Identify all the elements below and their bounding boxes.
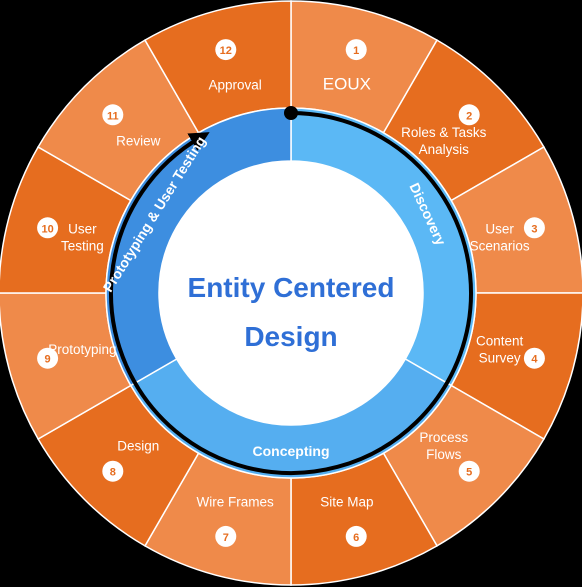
step-number-badge bbox=[102, 460, 124, 482]
step-number-badge bbox=[458, 104, 480, 126]
center-disc bbox=[159, 161, 423, 425]
step-label-text: Review bbox=[116, 133, 161, 148]
cycle-start-dot bbox=[284, 106, 298, 120]
step-label-text: Process bbox=[419, 430, 468, 445]
step-number-badge bbox=[523, 217, 545, 239]
step-number-badge bbox=[523, 347, 545, 369]
step-label-text: Scenarios bbox=[470, 239, 530, 254]
step-number: 11 bbox=[107, 110, 119, 122]
step-label-text: EOUX bbox=[323, 74, 371, 93]
step-number-badge bbox=[458, 460, 480, 482]
cycle-arrow bbox=[109, 106, 473, 475]
step-label-text: Content bbox=[476, 333, 524, 348]
step-number-badge bbox=[37, 217, 59, 239]
step-number: 1 bbox=[353, 45, 359, 57]
step-number-badge bbox=[345, 525, 367, 547]
center-title-line2: Design bbox=[244, 321, 337, 352]
step-label-text: Prototyping bbox=[48, 342, 116, 357]
step-label-text: Approval bbox=[208, 77, 261, 92]
phase-label-concepting: Concepting bbox=[253, 443, 330, 459]
step-number: 3 bbox=[531, 223, 537, 235]
step-number: 7 bbox=[223, 532, 229, 544]
step-label-8: 8 Design bbox=[102, 439, 159, 482]
step-number: 10 bbox=[41, 223, 53, 235]
step-label-text: Analysis bbox=[419, 142, 470, 157]
step-number-badge bbox=[37, 347, 59, 369]
step-number: 9 bbox=[45, 354, 51, 366]
step-label-text: Survey bbox=[479, 350, 521, 365]
step-label-text: Flows bbox=[426, 447, 462, 462]
step-number-badge bbox=[345, 39, 367, 61]
step-number: 5 bbox=[466, 467, 472, 479]
center-title-line1: Entity Centered bbox=[188, 272, 395, 303]
cycle-arrow-path bbox=[109, 111, 473, 475]
step-number-badge bbox=[215, 39, 237, 61]
step-label-text: Roles & Tasks bbox=[401, 125, 487, 140]
step-number-badge bbox=[102, 104, 124, 126]
step-label-6: 6 Site Map bbox=[320, 495, 374, 547]
step-label-text: User bbox=[68, 222, 97, 237]
step-number: 8 bbox=[110, 467, 116, 479]
step-label-text: User bbox=[485, 222, 514, 237]
step-label-text: Site Map bbox=[320, 495, 373, 510]
step-number: 6 bbox=[353, 532, 359, 544]
step-label-text: Testing bbox=[61, 239, 104, 254]
step-number: 4 bbox=[531, 354, 538, 366]
step-label-text: Wire Frames bbox=[196, 495, 273, 510]
step-number: 2 bbox=[466, 110, 472, 122]
step-number: 12 bbox=[220, 45, 232, 57]
step-label-7: 7 Wire Frames bbox=[196, 495, 274, 547]
step-number-badge bbox=[215, 525, 237, 547]
step-label-text: Design bbox=[117, 439, 159, 454]
